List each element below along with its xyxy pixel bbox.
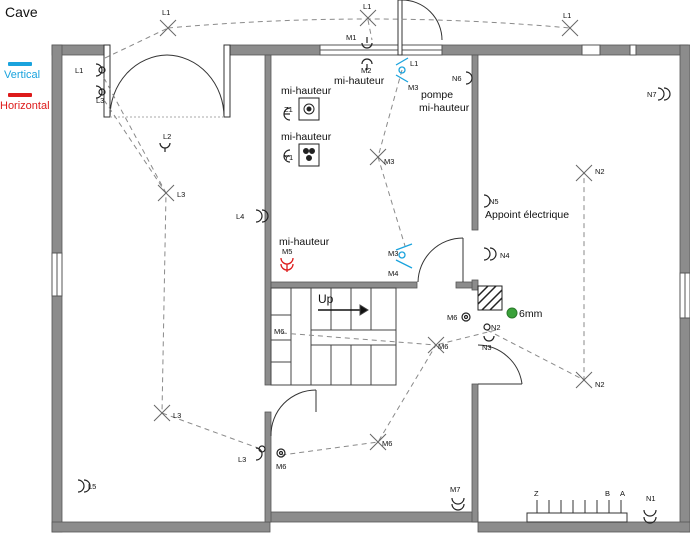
legend-vertical-label: Vertical bbox=[4, 69, 41, 81]
staircase bbox=[270, 287, 397, 386]
tag-n3: N3 bbox=[482, 343, 492, 352]
panel-label-b: B bbox=[605, 489, 610, 498]
tag-l2: L2 bbox=[163, 132, 171, 141]
tag-l3-switch-top: L3 bbox=[96, 96, 104, 105]
label-mi-hauteur-2: mi-hauteur bbox=[281, 131, 332, 143]
label-appoint: Appoint électrique bbox=[485, 209, 569, 221]
tag-n2-top: N2 bbox=[595, 167, 605, 176]
switches bbox=[77, 37, 671, 524]
windows bbox=[51, 44, 690, 319]
tag-n2-outlet: N2 bbox=[491, 323, 501, 332]
tag-m3-top: M3 bbox=[408, 83, 418, 92]
hole-marker bbox=[506, 307, 518, 319]
label-hole: 6mm bbox=[519, 308, 543, 320]
tag-l4: L4 bbox=[236, 212, 244, 221]
panel-label-a: A bbox=[620, 489, 625, 498]
tag-n2-low: N2 bbox=[595, 380, 605, 389]
horizontal-outlet bbox=[280, 257, 294, 272]
doors bbox=[103, 0, 523, 437]
page-title: Cave bbox=[5, 4, 38, 20]
tag-y1: Y1 bbox=[284, 153, 293, 162]
electrical-panel bbox=[526, 500, 628, 523]
label-pompe: pompe bbox=[421, 89, 453, 101]
tag-l1-switch: L1 bbox=[75, 66, 83, 75]
tag-n7: N7 bbox=[647, 90, 657, 99]
tag-l3-mid: L3 bbox=[177, 190, 185, 199]
tag-l3-low: L3 bbox=[173, 411, 181, 420]
tag-l3-door: L3 bbox=[238, 455, 246, 464]
label-mi-hauteur-1: mi-hauteur bbox=[281, 85, 332, 97]
panel-label-z: Z bbox=[534, 489, 539, 498]
annotations: mi-hauteur mi-hauteur mi-hauteur mi-haut… bbox=[279, 75, 569, 320]
tag-m6-low: M6 bbox=[382, 439, 392, 448]
hatched-block bbox=[477, 285, 503, 311]
tag-m7: M7 bbox=[450, 485, 460, 494]
tag-n5: N5 bbox=[489, 197, 499, 206]
vertical-switches bbox=[395, 57, 413, 269]
label-mi-hauteur-3: mi-hauteur bbox=[334, 75, 385, 87]
tag-m5: M5 bbox=[282, 247, 292, 256]
tag-l1-top-right: L1 bbox=[563, 11, 571, 20]
tag-m6-lower: M6 bbox=[276, 462, 286, 471]
tag-m6-corr: M6 bbox=[438, 342, 448, 351]
tag-l1-top-mid: L1 bbox=[363, 2, 371, 11]
tag-m6-right: M6 bbox=[447, 313, 457, 322]
label-up: Up bbox=[318, 292, 334, 306]
tag-labels: L1 L1 L1 L1 L3 L2 L3 L4 L3 L3 L5 M1 M2 L… bbox=[75, 2, 657, 503]
tag-n4: N4 bbox=[500, 251, 510, 260]
tag-m3-mid: M3 bbox=[384, 157, 394, 166]
appliances bbox=[298, 97, 320, 167]
tag-m4: M4 bbox=[388, 269, 398, 278]
tag-l1-top-left: L1 bbox=[162, 8, 170, 17]
label-pompe-mi-hauteur: mi-hauteur bbox=[419, 102, 470, 114]
legend-horizontal-label: Horizontal bbox=[0, 100, 50, 112]
label-mi-hauteur-4: mi-hauteur bbox=[279, 236, 330, 248]
legend-vertical-swatch bbox=[8, 62, 32, 66]
tag-l1-m3: L1 bbox=[410, 59, 418, 68]
walls bbox=[51, 44, 690, 533]
tag-n6: N6 bbox=[452, 74, 462, 83]
tag-l5: L5 bbox=[88, 482, 96, 491]
tag-n1: N1 bbox=[646, 494, 656, 503]
tag-m1: M1 bbox=[346, 33, 356, 42]
tag-m3-low: M3 bbox=[388, 249, 398, 258]
tag-m2: M2 bbox=[361, 66, 371, 75]
tag-m6-stair: M6 bbox=[274, 327, 284, 336]
tag-z1: Z1 bbox=[284, 105, 293, 114]
legend-horizontal-swatch bbox=[8, 93, 32, 97]
